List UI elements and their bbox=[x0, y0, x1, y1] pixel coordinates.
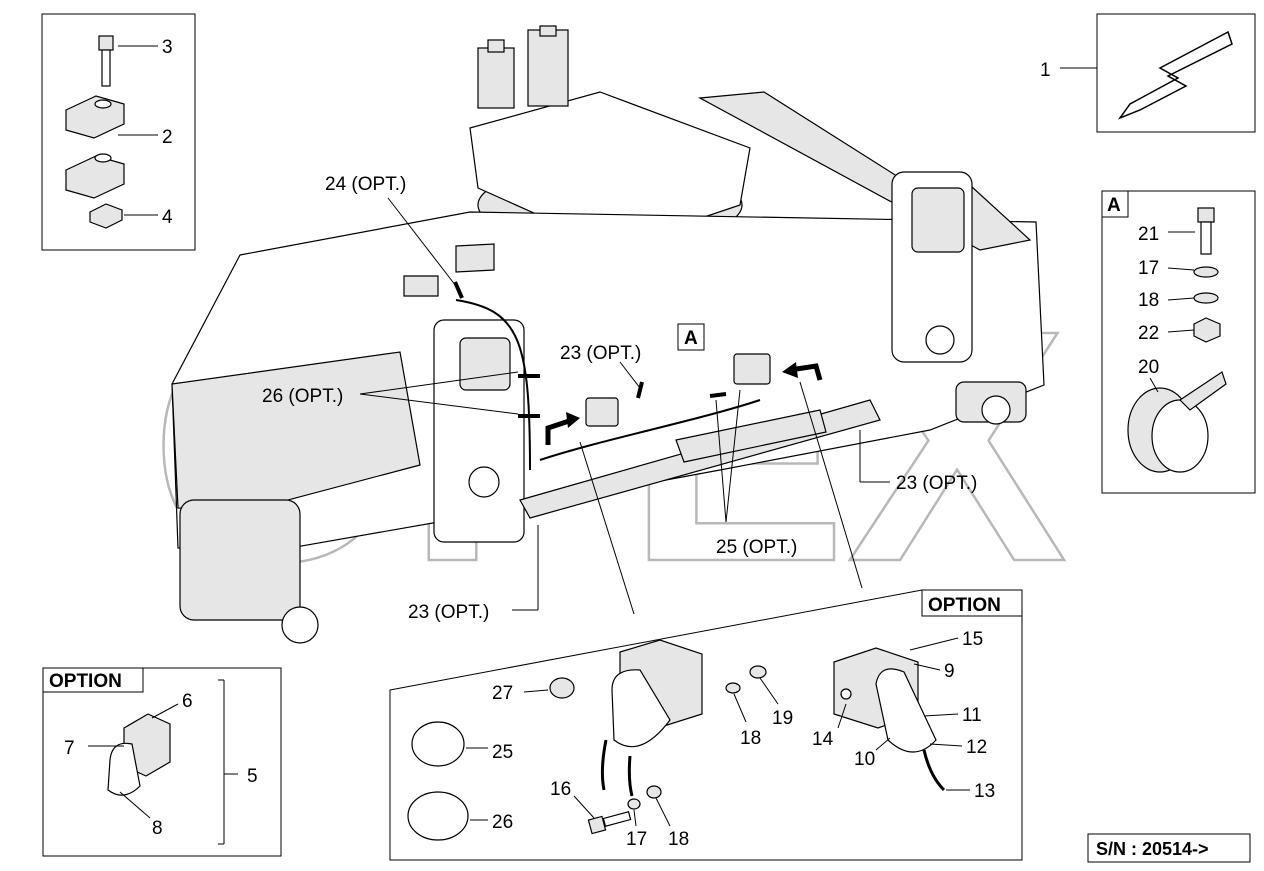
connector-housing-right bbox=[833, 647, 946, 792]
lightning-icon bbox=[1117, 30, 1233, 120]
screw-part-3 bbox=[98, 35, 114, 87]
clamp-lower-part-2 bbox=[65, 153, 125, 199]
callout-3: 3 bbox=[162, 37, 173, 58]
callout-17a: 17 bbox=[1138, 258, 1159, 279]
callout-1: 1 bbox=[1040, 60, 1051, 81]
callout-10: 10 bbox=[854, 749, 875, 770]
washer-part-17b bbox=[627, 798, 641, 810]
callout-27: 27 bbox=[492, 683, 513, 704]
hose-clamp-part-26 bbox=[407, 791, 469, 841]
callout-25-opt: 25 (OPT.) bbox=[716, 537, 797, 558]
callout-22: 22 bbox=[1138, 323, 1159, 344]
motor-right bbox=[527, 29, 569, 107]
callout-4: 4 bbox=[162, 207, 173, 228]
connector-right bbox=[733, 353, 771, 385]
serial-number: S/N : 20514-> bbox=[1096, 839, 1209, 859]
detail-a-title: A bbox=[1107, 195, 1121, 216]
washer-part-17 bbox=[1193, 266, 1219, 278]
option-box-left bbox=[42, 667, 282, 857]
callout-23-opt-bottom: 23 (OPT.) bbox=[408, 602, 489, 623]
callout-26-opt: 26 (OPT.) bbox=[262, 386, 343, 407]
motor-left bbox=[477, 47, 515, 109]
detail-a-marker: A bbox=[684, 328, 698, 349]
callout-18b: 18 bbox=[740, 728, 761, 749]
main-assembly bbox=[171, 25, 1045, 644]
detail-box-electrical bbox=[1096, 13, 1256, 133]
callout-12: 12 bbox=[966, 737, 987, 758]
detail-box-a bbox=[1101, 190, 1256, 494]
callout-26: 26 bbox=[492, 812, 513, 833]
callout-2: 2 bbox=[162, 127, 173, 148]
option-title-left: OPTION bbox=[49, 671, 122, 692]
detail-box-hardware bbox=[41, 13, 196, 251]
callout-17b: 17 bbox=[626, 829, 647, 850]
washer-part-18c bbox=[646, 785, 662, 799]
callout-8: 8 bbox=[152, 818, 163, 839]
callout-9: 9 bbox=[944, 661, 955, 682]
nut-part-22 bbox=[1193, 317, 1221, 343]
clip-part-27 bbox=[549, 677, 575, 699]
left-claw bbox=[179, 499, 301, 621]
washer-part-18 bbox=[1193, 292, 1219, 304]
callout-24-opt: 24 (OPT.) bbox=[325, 174, 406, 195]
connector-housing-center bbox=[600, 639, 703, 797]
connector-left bbox=[585, 397, 619, 427]
callout-23-opt-right: 23 (OPT.) bbox=[896, 473, 977, 494]
callout-5: 5 bbox=[247, 766, 258, 787]
callout-13: 13 bbox=[974, 781, 995, 802]
callout-25: 25 bbox=[492, 742, 513, 763]
clamp-upper-part-2 bbox=[65, 95, 125, 139]
callout-18a: 18 bbox=[1138, 290, 1159, 311]
connector-part-5 bbox=[107, 713, 171, 796]
callout-6: 6 bbox=[182, 691, 193, 712]
nut-part-4 bbox=[89, 203, 123, 229]
bolt-part-21 bbox=[1197, 207, 1215, 255]
hose-clamp-part-25 bbox=[411, 721, 465, 767]
callout-19: 19 bbox=[772, 708, 793, 729]
serial-box bbox=[1087, 833, 1251, 863]
screw-part-16 bbox=[587, 811, 632, 835]
callout-11: 11 bbox=[962, 705, 982, 726]
callout-15: 15 bbox=[962, 629, 983, 650]
option-box-bottom bbox=[389, 589, 1023, 861]
callout-16: 16 bbox=[550, 779, 571, 800]
callout-20: 20 bbox=[1138, 357, 1159, 378]
callout-14: 14 bbox=[812, 729, 834, 750]
callout-23-opt-top: 23 (OPT.) bbox=[560, 343, 641, 364]
washer-part-18b bbox=[725, 682, 741, 694]
option-title-bottom: OPTION bbox=[928, 595, 1001, 616]
callout-7: 7 bbox=[64, 738, 75, 759]
nut-part-19 bbox=[749, 665, 767, 679]
callout-21: 21 bbox=[1138, 224, 1159, 245]
roller-part-20 bbox=[1127, 371, 1227, 473]
callout-18c: 18 bbox=[668, 829, 689, 850]
